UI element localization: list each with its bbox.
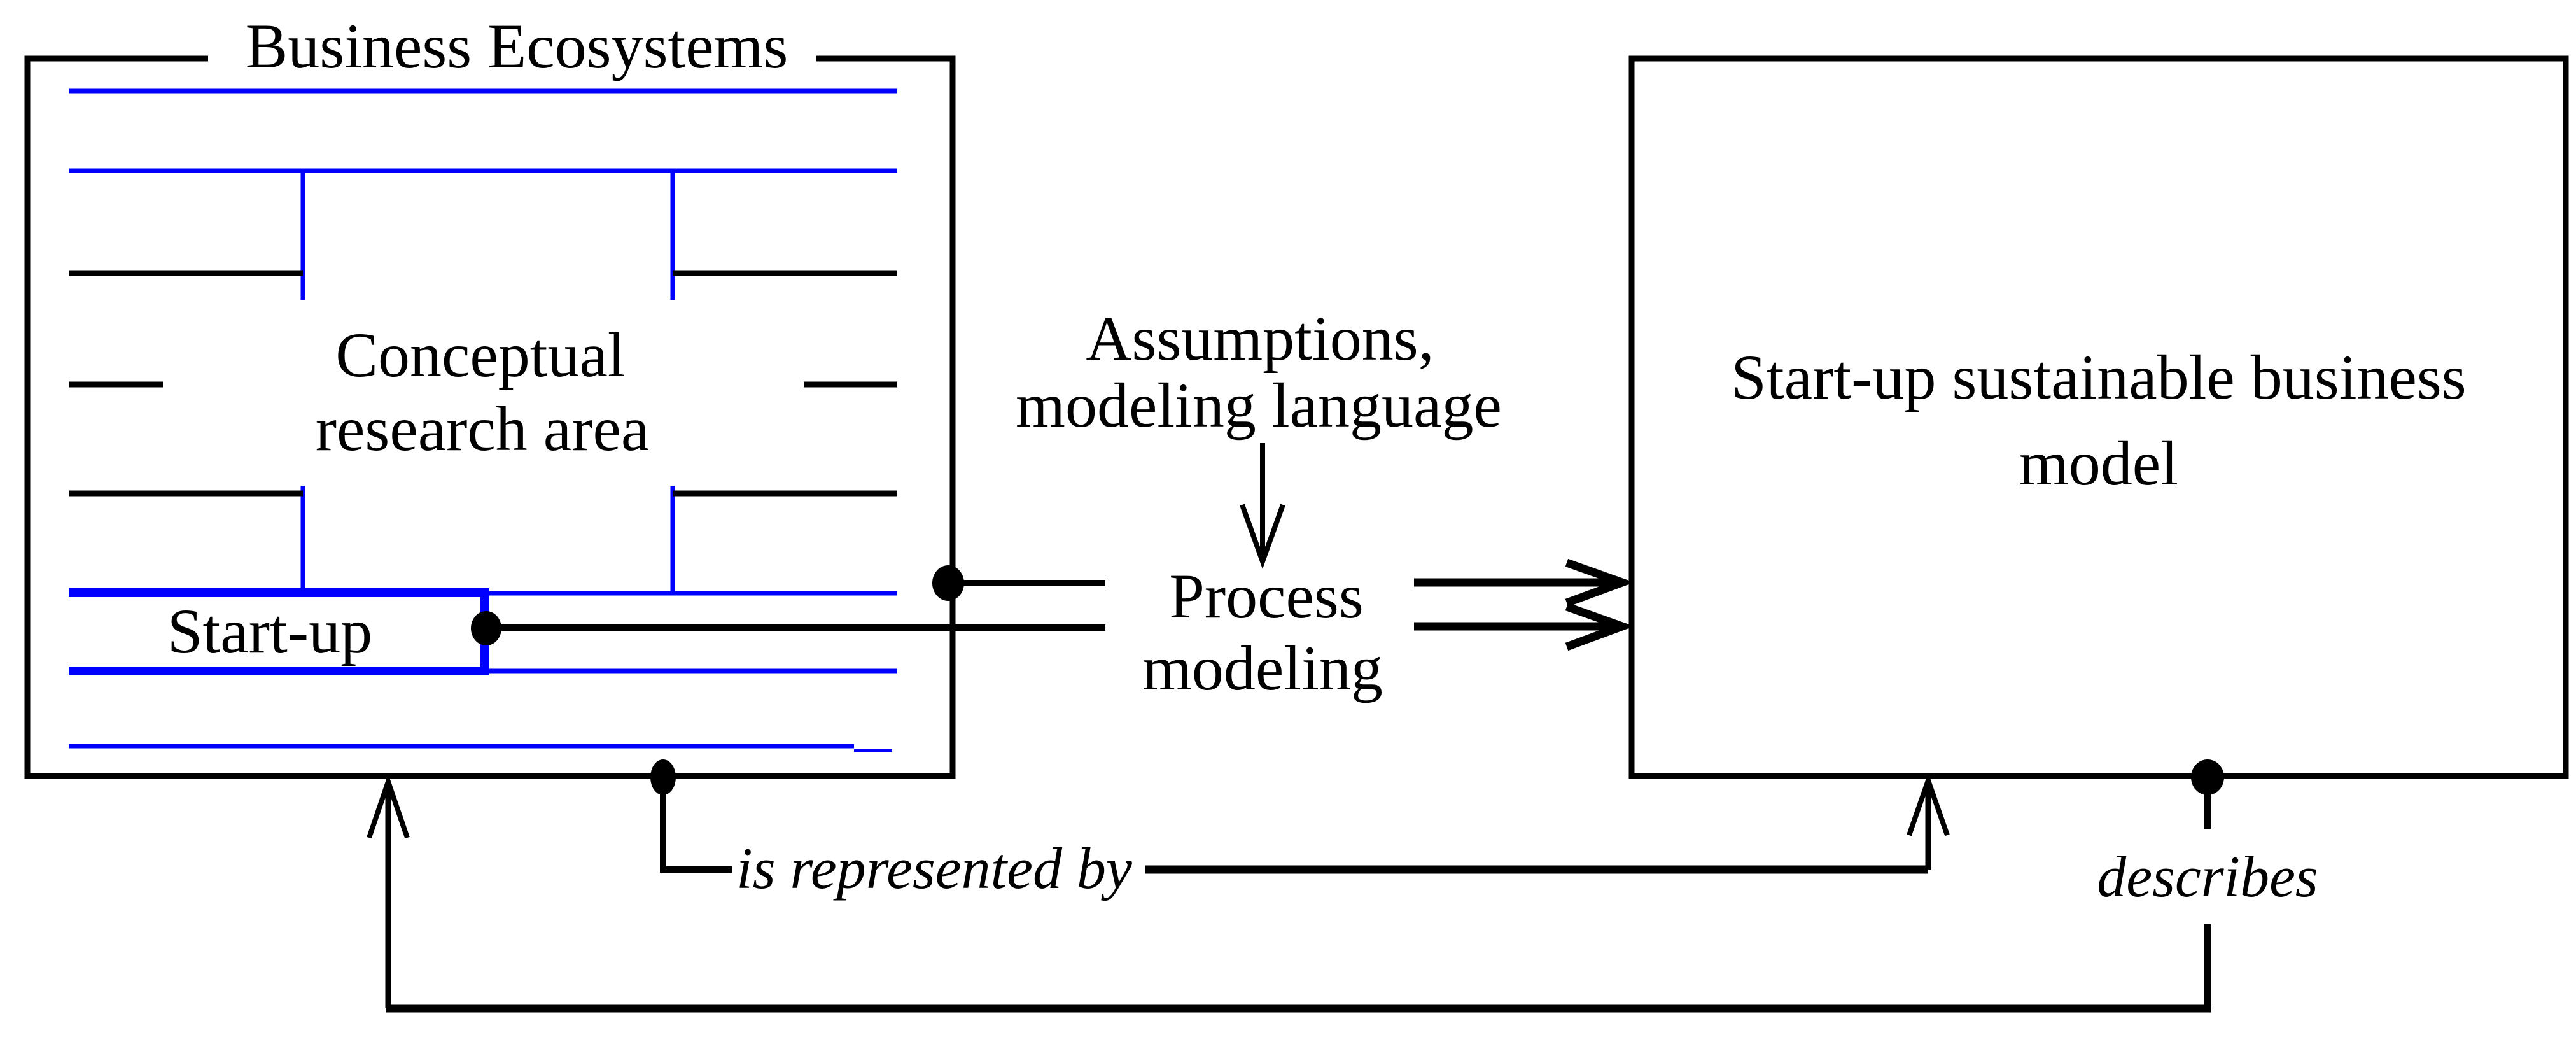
is-represented-by-arrow-head [1907,772,1950,836]
is-represented-by-label: is represented by [736,836,1132,901]
startup-label: Start-up [167,596,372,667]
process-modeling-label-line2: modeling [1142,633,1383,703]
describes-label: describes [2097,844,2318,909]
process-modeling-label-line1: Process [1169,561,1364,631]
conceptual-research-area-label-line1: Conceptual [335,320,625,390]
sustainable-business-model-label-line2: model [2019,428,2178,498]
startup-connector-dot [471,611,501,645]
conceptual-research-area-label-line2: research area [316,393,650,464]
describes-source-dot [2191,759,2224,795]
is-represented-by-lead-line [660,779,732,873]
assumptions-label-line2: modeling language [1016,370,1502,441]
assumptions-down-arrow-head [1240,504,1285,569]
process-to-model-arrow-lower-head [1565,602,1635,651]
ecosystem-edge-connector-dot [932,565,964,601]
is-represented-by-source-dot [650,759,676,795]
business-ecosystems-box-border [24,55,956,779]
sustainable-business-model-box-border [1628,55,2569,779]
sustainable-business-model-label-line1: Start-up sustainable business [1731,342,2466,413]
assumptions-label-line1: Assumptions, [1086,303,1434,374]
describes-arrow-head [367,773,410,839]
process-to-model-arrow-upper-head [1565,558,1635,607]
business-ecosystems-title: Business Ecosystems [246,11,788,81]
